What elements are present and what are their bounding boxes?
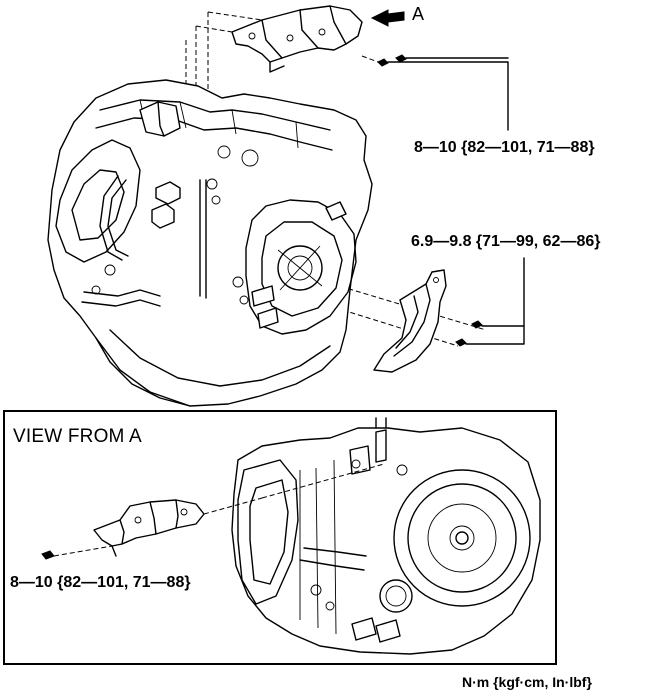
arrow-label: A	[412, 4, 425, 24]
upper-torque-spec: 8—10 {82—101, 71—88}	[414, 139, 595, 156]
inset-title: VIEW FROM A	[13, 426, 142, 447]
inset-torque-spec: 8—10 {82—101, 71—88}	[10, 574, 191, 591]
upper-leader	[387, 57, 509, 131]
upper-bracket-bolts	[377, 54, 407, 67]
inset-leaders	[53, 463, 385, 557]
inset-bolt	[41, 550, 55, 560]
inset-transaxle	[231, 417, 541, 655]
lower-bracket	[373, 269, 447, 373]
mid-torque-spec: 6.9—9.8 {71—99, 62—86}	[411, 233, 601, 250]
units-legend: N·m {kgf·cm, In·lbf}	[462, 674, 592, 690]
inset-bracket	[93, 499, 205, 557]
mid-leader	[465, 257, 525, 345]
transaxle-body	[47, 79, 373, 407]
arrow-a-pointer	[370, 9, 405, 27]
upper-bracket	[231, 5, 363, 73]
lower-bracket-bolts	[455, 320, 483, 347]
inset-frame	[3, 410, 557, 665]
